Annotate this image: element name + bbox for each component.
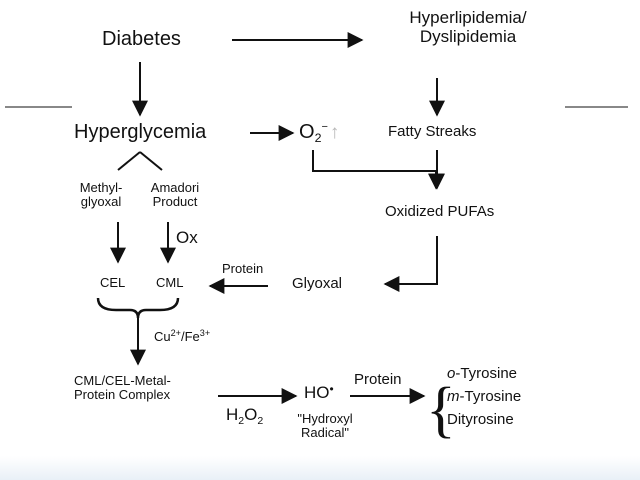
node-amadori-line2: Product xyxy=(152,194,198,210)
bottom-band xyxy=(0,456,640,480)
radical-dot: • xyxy=(329,382,334,396)
iron-label: /Fe xyxy=(181,329,200,344)
node-amadori-line1: Amadori xyxy=(150,180,200,195)
increase-arrow-icon: ↑ xyxy=(329,122,340,143)
arrow-pufas-to-glyoxal xyxy=(383,236,438,292)
node-cel: CEL xyxy=(100,275,126,290)
node-hydroxyl-radical-name: "Hydroxyl Radical" xyxy=(280,411,370,441)
hydroxyl-line2: Radical" xyxy=(301,425,349,441)
node-methylglyoxal-line1: Methyl- xyxy=(79,180,123,195)
node-m-tyrosine: m-Tyrosine xyxy=(447,388,522,406)
branch-line-to-methylglyoxal xyxy=(117,151,141,171)
label-metal-ions: Cu2+/Fe3+ xyxy=(154,328,211,344)
node-hydroxyl-radical-formula: HO• xyxy=(304,382,334,403)
h2o2-sub-b: 2 xyxy=(257,415,264,427)
superoxide-subscript: 2 xyxy=(314,131,322,145)
node-complex-line2: Protein Complex xyxy=(74,387,171,403)
brace-cel-cml xyxy=(96,297,180,319)
m-prefix: m xyxy=(447,388,460,405)
copper-label: Cu xyxy=(154,329,171,344)
node-superoxide: O2−↑ xyxy=(299,121,340,145)
node-cml: CML xyxy=(156,275,184,290)
node-oxidized-pufas: Oxidized PUFAs xyxy=(385,203,495,220)
node-hyperlipidemia-line1: Hyperlipidemia/ xyxy=(409,8,527,27)
node-fatty-streaks: Fatty Streaks xyxy=(388,123,477,140)
label-ox: Ox xyxy=(176,228,198,247)
node-dityrosine: Dityrosine xyxy=(447,411,514,428)
node-hyperglycemia: Hyperglycemia xyxy=(74,121,207,143)
h2o2-sub-a: 2 xyxy=(238,415,245,427)
ho-label: HO xyxy=(304,383,330,402)
superoxide-superscript: − xyxy=(321,121,328,133)
node-hyperlipidemia: Hyperlipidemia/ Dyslipidemia xyxy=(373,8,563,46)
hydroxyl-line1: "Hydroxyl xyxy=(297,411,353,426)
label-hydrogen-peroxide: H2O2 xyxy=(226,405,264,427)
copper-charge: 2+ xyxy=(170,328,181,338)
o-prefix: o xyxy=(447,365,456,382)
label-protein-lower: Protein xyxy=(354,371,402,388)
label-protein-upper: Protein xyxy=(222,261,264,276)
node-complex-line1: CML/CEL-Metal- xyxy=(74,373,171,388)
node-hyperlipidemia-line2: Dyslipidemia xyxy=(419,26,517,46)
node-methylglyoxal: Methyl- glyoxal xyxy=(72,180,130,210)
node-methylglyoxal-line2: glyoxal xyxy=(80,194,122,210)
arrow-superoxide-to-pufas xyxy=(312,150,444,190)
node-o-tyrosine: o-Tyrosine xyxy=(447,365,518,383)
node-metal-protein-complex: CML/CEL-Metal- Protein Complex xyxy=(74,373,171,403)
o-tyrosine-suffix: -Tyrosine xyxy=(455,365,518,382)
node-diabetes: Diabetes xyxy=(102,28,181,50)
branch-line-to-amadori xyxy=(139,151,163,171)
node-glyoxal: Glyoxal xyxy=(292,275,343,292)
curly-brace-tyrosines: { xyxy=(426,376,456,444)
superoxide-base: O xyxy=(299,121,315,143)
node-amadori-product: Amadori Product xyxy=(144,180,206,210)
h2o2-h: H xyxy=(226,405,239,424)
iron-charge: 3+ xyxy=(199,328,211,338)
m-tyrosine-suffix: -Tyrosine xyxy=(459,388,522,405)
h2o2-o: O xyxy=(244,405,258,424)
